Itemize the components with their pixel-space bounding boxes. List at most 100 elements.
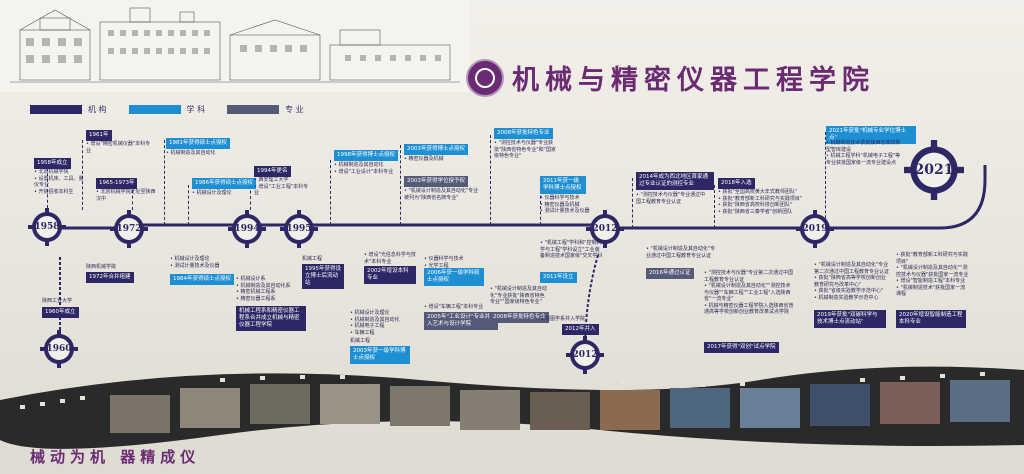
- connector: [825, 132, 827, 228]
- connector: [400, 145, 402, 225]
- year-1995: 1995: [286, 224, 312, 234]
- event-2003-label: 机械工程: [350, 338, 371, 344]
- connector: [540, 185, 542, 225]
- connector: [714, 185, 716, 228]
- event-2012-body: 工程图学系并入学院: [540, 316, 586, 322]
- event-2019-body: • "机械设计制造及其自动化"专业第二次通过中国工程教育专业认证 • 获批"陕西…: [814, 262, 890, 301]
- event-1984-body: • 机械设计及理论 • 测试计量技术及仪器: [170, 256, 220, 269]
- event-1981-body: • 机械制造及其自动化: [166, 150, 216, 156]
- event-2006-tag: 2006年获一级学科硕士点授权: [424, 268, 484, 286]
- event-1998-body: • 机械制造及其自动化 • 增设"工业设计"本科专业: [334, 162, 394, 175]
- event-2017-tag: 2017年获得"双创"试点学院: [704, 342, 779, 353]
- event-2003-body: • 机械设计及理论 • 机械制造及其自动化 • 机械电子工程 • 车辆工程: [350, 310, 400, 336]
- event-1994-merge-tag: 机械工程系和精密仪器工程系合并成立机械与精密仪器工程学院: [236, 306, 306, 331]
- event-2005-body: • 增设"车辆工程"本科专业: [424, 304, 484, 310]
- event-2021-body: • 机械制造技术获批陕西省高校新型智库建设 • 机械工程学科"机械电子工程"等专…: [826, 140, 901, 166]
- page-title: 机械与精密仪器工程学院: [512, 65, 875, 96]
- event-2020-tag: 2020年增设智能制造工程本科专业: [896, 310, 966, 328]
- legend-item-institution: 机 构: [30, 104, 107, 115]
- event-1958-body: • 北京机械学院 • 设置机床、工具、量仪专业 • 开始招收本科生: [34, 169, 84, 195]
- slogan: 械动为机 器精成仪: [30, 448, 201, 466]
- event-2018-tag: 2018年入选: [718, 178, 755, 189]
- event-1984-tag: 1984年获得硕士点授权: [170, 274, 234, 285]
- event-1961-tag: 1961年: [86, 130, 112, 141]
- event-1958-tag: 1958年成立: [34, 158, 71, 169]
- event-1995-label: 机械工程: [302, 256, 323, 262]
- event-2016-tag: 2016年通过认证: [646, 268, 694, 279]
- event-2003-tag: 2003年获一级学科博士点授权: [350, 346, 410, 364]
- event-2005-tag: 2005年"工业设计"专业并入艺术与设计学院: [424, 312, 498, 330]
- event-1965-tag: 1965-1973年: [96, 178, 138, 189]
- year-2019: 2019: [802, 224, 828, 234]
- connector: [188, 185, 190, 225]
- gear-icon: [796, 210, 834, 248]
- connector: [132, 190, 134, 210]
- event-1972-tag: 1972年合并组建: [86, 272, 134, 283]
- gear-icon: [586, 210, 624, 248]
- year-1994: 1994: [234, 224, 260, 234]
- event-2002-tag: 2002年增设本科专业: [364, 266, 416, 284]
- connector: [330, 160, 332, 225]
- event-2012-tag: 2012年并入: [562, 324, 599, 335]
- gear-icon: [566, 336, 604, 374]
- event-2006-body: • 仪器科学与技术 • 光学工程: [424, 256, 464, 269]
- event-1986-body: • 机械设计及理论: [192, 190, 232, 196]
- event-2017-body: • "测控技术与仪器"专业第二次通过中国工程教育专业认证 • "机械设计制造及其…: [704, 270, 794, 315]
- event-2008-body: • "测控技术与仪器"专业获批"陕西省特色专业"和"国家级特色专业": [494, 140, 556, 159]
- header: 机械与精密仪器工程学院: [466, 58, 875, 97]
- event-2008b-body: • "机械设计制造及其自动化"专业获批"陕西省特色专业""国家级特色专业": [490, 286, 547, 305]
- event-1960-body: 陕西工业大学: [42, 298, 73, 304]
- event-2002-body: • 增设"光信息科学与技术"本科专业: [364, 252, 416, 265]
- year-1960: 1960: [46, 344, 72, 354]
- event-2016-body: • "机械设计制造及其自动化"专业通过中国工程教育专业认证: [646, 246, 716, 259]
- event-1994-tag: 1994年更名: [254, 166, 291, 177]
- event-2018-body: • 获批"全国高校黄大年式教师团队" • 获批"教育部新工科研究与实践项目" •…: [718, 189, 803, 215]
- connector: [250, 185, 252, 210]
- gear-icon: [280, 210, 318, 248]
- connector: [632, 178, 634, 228]
- event-2008-tag: 2008年获批特色专业: [494, 128, 553, 139]
- legend-item-discipline: 学 科: [128, 104, 205, 115]
- gear-icon: [110, 210, 148, 248]
- event-1994-list: • 机械设计系 • 机械制造及其自动化系 • 精密机械工程系 • 精密仪器工程系: [236, 276, 291, 302]
- event-2014-tag: 2014年成为西北地区首家通过专业认证的测控专业: [636, 172, 714, 190]
- event-1995-tag: 1995年获得设立博士后流动站: [302, 264, 344, 289]
- event-1960-tag: 1960年成立: [42, 307, 79, 318]
- year-2012-b: 2012: [572, 350, 598, 360]
- year-1972: 1972: [116, 224, 142, 234]
- event-1972-body: 陕西机械学院: [86, 264, 117, 270]
- event-1998-tag: 1998年获得博士点授权: [334, 150, 398, 161]
- connector: [164, 140, 166, 225]
- event-1994-body: • 西安理工大学 • 增设"工业工程"本科专业: [254, 177, 309, 196]
- event-2011b-tag: 2011年设立: [540, 272, 577, 283]
- connector: [490, 135, 492, 225]
- event-2021-tag: 2021年获批"机械专业学位博士点": [826, 126, 916, 144]
- photo-film-strip: [0, 366, 1024, 449]
- event-2011-tag: 2011年获一级学科博士点授权: [540, 176, 586, 194]
- event-2019-tag: 2019年获批"双碳科学与技术博士点流动站": [814, 310, 886, 328]
- event-2020-body: • 获批"教育部新工科研究与实践项目" • "机械设计制造及其自动化""测控技术…: [896, 252, 969, 297]
- legend: 机 构 学 科 专 业: [30, 104, 304, 115]
- year-1958: 1958: [34, 222, 60, 232]
- year-2021: 2021: [914, 162, 954, 178]
- connector: [82, 140, 84, 210]
- event-2003b-body: • "机械设计制造及其自动化"专业被列为"陕西省名牌专业": [404, 188, 479, 201]
- event-1981-tag: 1981年获得硕士点授权: [166, 138, 230, 149]
- connector: [47, 168, 49, 208]
- gear-icon: [228, 210, 266, 248]
- gear-icon: [904, 140, 964, 200]
- event-2003a-tag: 2003年获得博士点授权: [404, 144, 468, 155]
- event-1961-body: • 增设"精密机械仪器"本科专业: [86, 141, 151, 154]
- year-2012: 2012: [592, 224, 618, 234]
- gear-icon: [28, 208, 66, 246]
- event-1986-tag: 1986年获得硕士点授权: [192, 178, 256, 189]
- event-2011b-body: • "机械工程"学科和"控制科学与工程"学科设立"工业装备制造技术国家级"交叉学…: [540, 240, 603, 259]
- university-logo: [466, 58, 504, 97]
- legend-item-major: 专 业: [227, 104, 304, 115]
- event-2011-body: • 仪器科学与技术 • 精密仪器及机械 • 测试计量技术及仪器: [540, 195, 590, 214]
- event-2003a-body: • 精密仪器及机械: [404, 156, 444, 162]
- event-1965-body: • 北京机械学院迁址至陕西汉中: [96, 189, 156, 202]
- event-2008b-tag: 2008年获批特色专业: [490, 312, 549, 323]
- campus-sketch: [0, 0, 470, 92]
